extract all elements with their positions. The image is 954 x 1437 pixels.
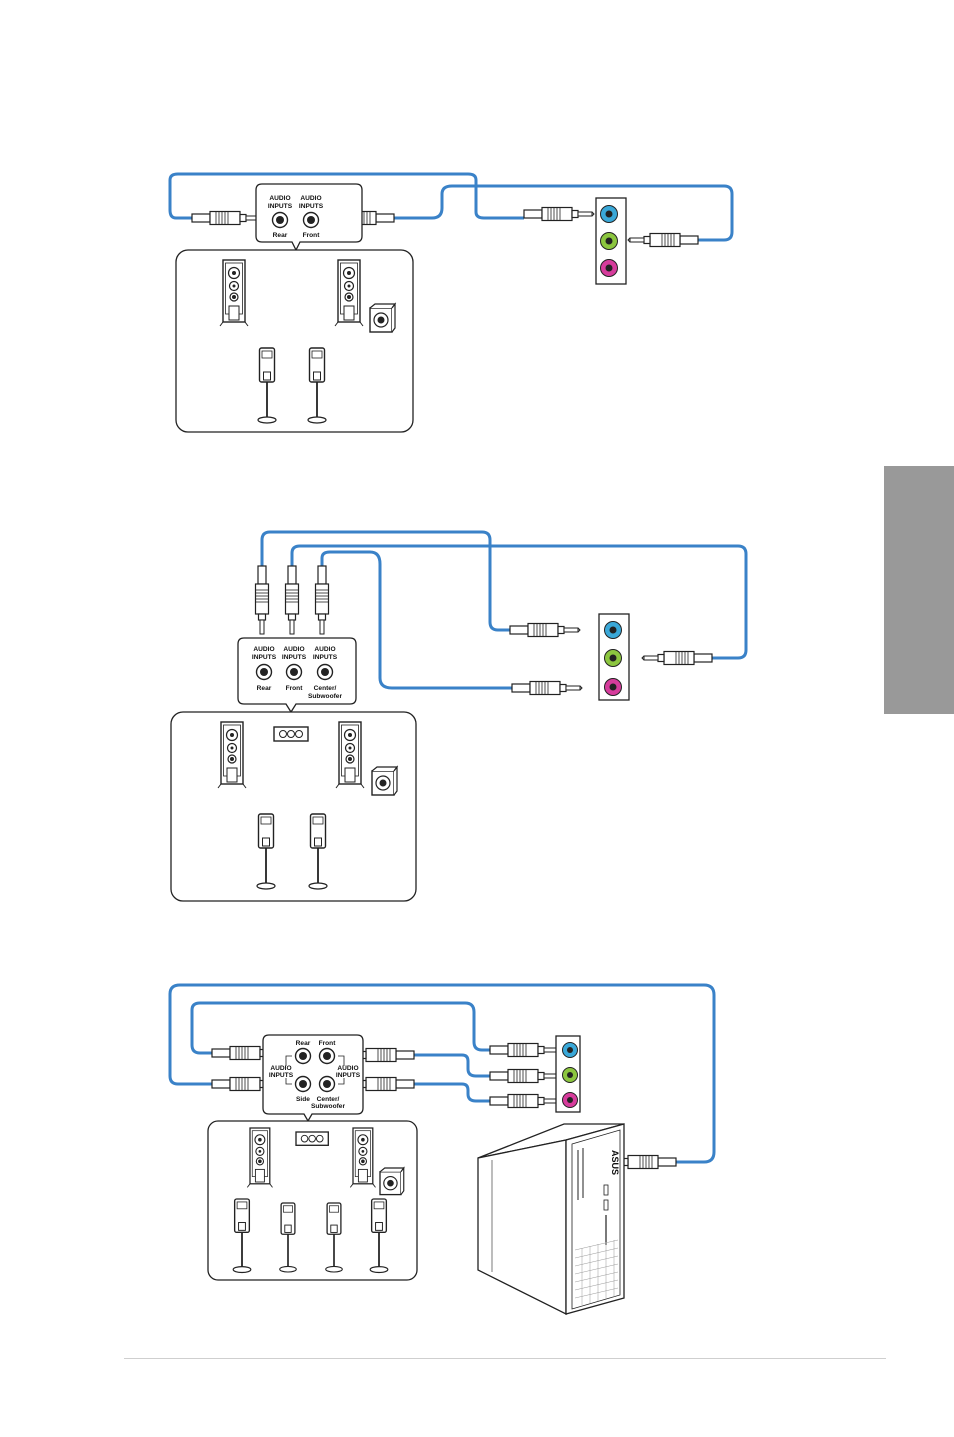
audio-jack-panel-icon xyxy=(599,614,629,700)
audio-plug-icon xyxy=(510,624,580,637)
port-name-front: Front xyxy=(319,1040,337,1047)
port-label-2: INPUTS xyxy=(336,1072,361,1079)
speaker-jack-side xyxy=(296,1077,311,1092)
port-name-front: Front xyxy=(286,685,304,692)
speaker-tower-icon xyxy=(220,260,248,326)
speaker-jack-front xyxy=(287,665,302,680)
cable xyxy=(414,1055,490,1076)
desktop-pc-icon: ASUS xyxy=(478,1124,624,1314)
port-label-2: INPUTS xyxy=(268,203,293,210)
port-name-side: Side xyxy=(296,1096,310,1103)
speaker-tower-icon xyxy=(335,260,363,326)
speaker-jack-center xyxy=(320,1077,335,1092)
audio-plug-icon xyxy=(316,566,329,634)
audio-jack-panel-icon xyxy=(556,1036,580,1112)
cable xyxy=(292,546,746,658)
port-label-1: AUDIO xyxy=(253,646,274,653)
port-label-2: INPUTS xyxy=(282,654,307,661)
port-name-rear: Rear xyxy=(257,685,272,692)
port-name-center: Center/ xyxy=(317,1096,340,1103)
port-label-1: AUDIO xyxy=(283,646,304,653)
port-label-1: AUDIO xyxy=(270,1065,291,1072)
speaker-tower-icon xyxy=(336,722,364,788)
audio-plug-icon xyxy=(512,682,582,695)
port-name-subwoofer: Subwoofer xyxy=(308,693,343,700)
speaker-tower-icon xyxy=(350,1128,375,1187)
center-speaker-icon xyxy=(274,727,308,741)
port-label-2: INPUTS xyxy=(252,654,277,661)
brand-logo: ASUS xyxy=(610,1150,620,1175)
speaker-jack-front xyxy=(320,1049,335,1064)
speaker-jack-center xyxy=(318,665,333,680)
audio-plug-icon xyxy=(286,566,299,634)
center-speaker-icon xyxy=(296,1132,328,1145)
port-label-1: AUDIO xyxy=(269,195,290,202)
port-label-2: INPUTS xyxy=(269,1072,294,1079)
speaker-jack-front xyxy=(304,213,319,228)
diagram-3: Rear Front AUDIO INPUTS AUDIO INPUTS Sid… xyxy=(170,985,714,1314)
diagram-2: AUDIO INPUTS Rear AUDIO INPUTS Front AUD… xyxy=(171,532,746,901)
audio-plug-icon xyxy=(192,212,262,225)
port-label-1: AUDIO xyxy=(300,195,321,202)
subwoofer-icon xyxy=(372,767,397,795)
cable xyxy=(414,1084,490,1101)
diagram-1: AUDIO INPUTS Rear AUDIO INPUTS Front xyxy=(170,174,732,432)
port-label-1: AUDIO xyxy=(314,646,335,653)
speaker-tower-icon xyxy=(218,722,246,788)
audio-plug-icon xyxy=(490,1044,560,1057)
port-name-rear: Rear xyxy=(296,1040,311,1047)
audio-plug-icon xyxy=(628,234,698,247)
subwoofer-icon xyxy=(370,304,395,332)
port-label-2: INPUTS xyxy=(313,654,338,661)
speaker-jack-rear xyxy=(296,1049,311,1064)
port-name-rear: Rear xyxy=(273,232,288,239)
port-label-2: INPUTS xyxy=(299,203,324,210)
speaker-jack-rear xyxy=(257,665,272,680)
port-name-front: Front xyxy=(303,232,321,239)
speaker-jack-rear xyxy=(273,213,288,228)
audio-plug-icon xyxy=(642,652,712,665)
speaker-tower-icon xyxy=(247,1128,272,1187)
port-label-1: AUDIO xyxy=(337,1065,358,1072)
port-name-subwoofer: Subwoofer xyxy=(311,1103,346,1110)
audio-plug-icon xyxy=(490,1095,560,1108)
speaker-area xyxy=(176,250,413,432)
audio-plug-icon xyxy=(256,566,269,634)
subwoofer-icon xyxy=(380,1168,404,1195)
port-name-center: Center/ xyxy=(314,685,337,692)
audio-plug-icon xyxy=(490,1070,560,1083)
audio-jack-panel-icon xyxy=(596,198,626,284)
audio-plug-icon xyxy=(524,208,594,221)
